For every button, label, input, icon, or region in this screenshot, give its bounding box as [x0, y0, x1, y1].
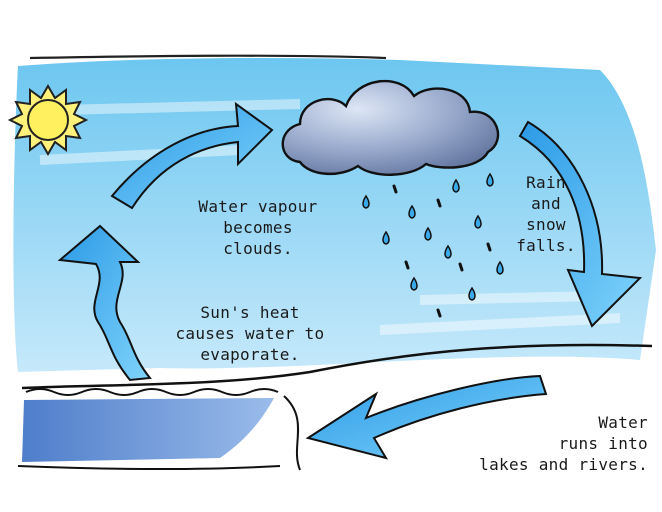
curved-arrow-icon — [110, 101, 274, 210]
ground-line — [21, 343, 653, 390]
sky-streaks — [39, 99, 621, 335]
curved-arrow-icon — [305, 374, 548, 460]
raindrop-icon — [486, 172, 494, 187]
label-line: Water vapour — [198, 197, 318, 216]
label-water-vapour: Water vapour becomes clouds. — [158, 196, 358, 259]
label-line: and — [531, 194, 561, 213]
label-line: lakes and rivers. — [479, 455, 648, 474]
label-line: causes water to — [175, 324, 325, 343]
raindrop-icon — [408, 204, 416, 219]
label-line: falls. — [516, 236, 576, 255]
curved-arrow-icon — [518, 120, 643, 328]
label-evaporation: Sun's heat causes water to evaporate. — [150, 302, 350, 365]
label-line: Rain — [526, 173, 566, 192]
label-line: clouds. — [223, 239, 293, 258]
raindrops — [362, 172, 504, 301]
lake-wave-line — [25, 388, 279, 396]
rain-streaks — [392, 184, 492, 318]
lake-shore — [17, 465, 281, 470]
label-line: runs into — [558, 434, 648, 453]
raindrop-icon — [382, 230, 390, 245]
raindrop-icon — [444, 244, 452, 259]
label-rain-snow: Rain and snow falls. — [496, 172, 596, 256]
label-runoff: Water runs into lakes and rivers. — [418, 412, 648, 475]
raindrop-icon — [410, 276, 418, 291]
label-line: evaporate. — [200, 345, 300, 364]
rain-cloud-icon — [281, 79, 500, 176]
raindrop-icon — [362, 194, 370, 209]
label-line: snow — [526, 215, 566, 234]
raindrop-icon — [424, 226, 432, 241]
evaporation-arrow-icon — [57, 224, 152, 382]
raindrop-icon — [452, 178, 460, 193]
raindrop-icon — [468, 286, 476, 301]
horizon-line — [29, 54, 387, 60]
label-line: becomes — [223, 218, 293, 237]
label-line: Water — [598, 413, 648, 432]
sun-icon — [7, 84, 89, 156]
label-line: Sun's heat — [200, 303, 300, 322]
raindrop-icon — [474, 214, 482, 229]
ground-line-lower — [283, 395, 301, 471]
raindrop-icon — [496, 260, 504, 275]
lake — [22, 398, 274, 462]
